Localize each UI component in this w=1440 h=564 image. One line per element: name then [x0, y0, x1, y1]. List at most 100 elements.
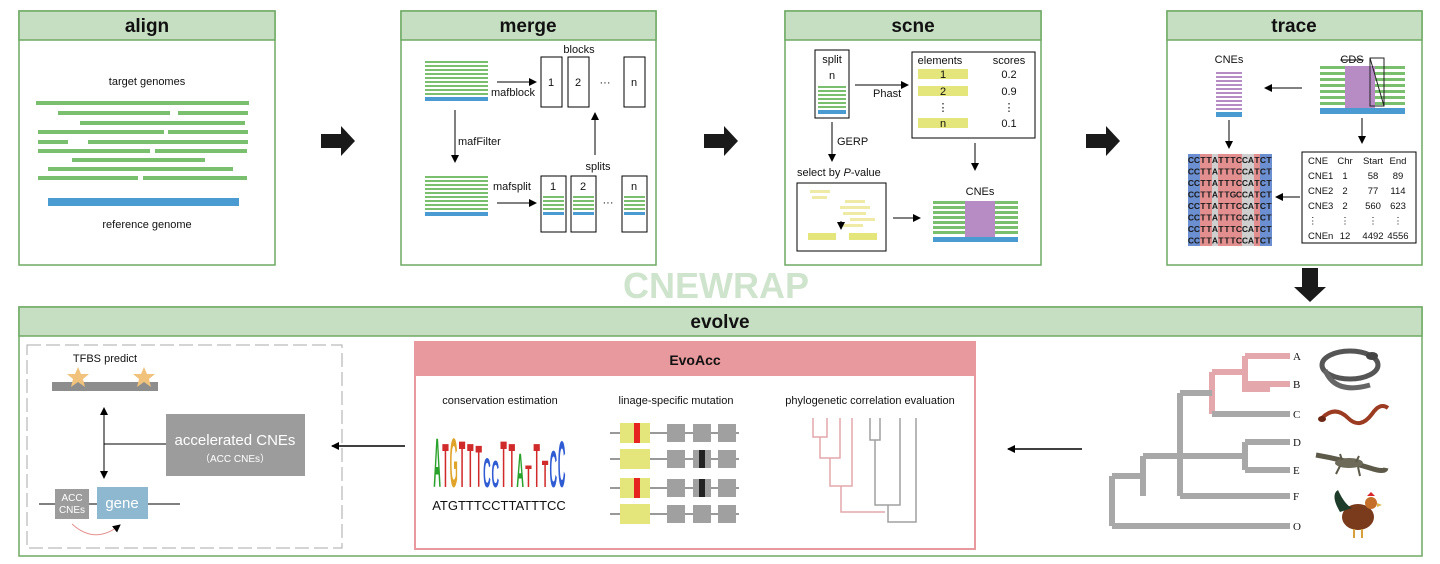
sequence-char: T — [1230, 213, 1236, 223]
sequence-char: C — [1236, 190, 1242, 200]
cne-table-cell: CNE3 — [1308, 201, 1333, 212]
cne-table-cell: ⋮ — [1393, 216, 1403, 227]
cne-table-cell: ⋮ — [1368, 216, 1378, 227]
logo-letter: T — [509, 431, 515, 501]
sequence-char: T — [1206, 178, 1212, 188]
cne-coordinates-table — [1301, 151, 1417, 244]
sequence-char: C — [1236, 155, 1242, 165]
trace-cnes-label: CNEs — [1215, 54, 1244, 66]
svg-text:（ACC CNEs）: （ACC CNEs） — [200, 453, 270, 465]
sequence-char: A — [1212, 213, 1218, 223]
sequence-char: C — [1236, 224, 1242, 234]
logo-letter: T — [467, 431, 473, 501]
cne-table-cell: 623 — [1390, 201, 1406, 212]
sequence-char: A — [1212, 155, 1218, 165]
sequence-char: T — [1266, 190, 1272, 200]
sequence-char: A — [1248, 224, 1254, 234]
split-boxes: 1 2 ··· n — [540, 175, 648, 233]
align-title: align — [125, 16, 169, 37]
sequence-char: C — [1188, 201, 1194, 211]
sequence-char: T — [1230, 236, 1236, 246]
sequence-char: T — [1218, 236, 1224, 246]
cne-table-cell: 2 — [1342, 201, 1347, 212]
svg-text:split: split — [822, 54, 842, 66]
sequence-char: C — [1236, 167, 1242, 177]
cne-table-cell: 114 — [1390, 186, 1405, 197]
evoacc-header — [415, 342, 975, 376]
logo-letter: T — [459, 427, 465, 501]
phast-label: Phast — [873, 88, 901, 100]
svg-text:···: ··· — [600, 77, 611, 89]
svg-text:⋮: ⋮ — [1004, 102, 1015, 114]
svg-text:E: E — [1293, 465, 1300, 477]
lizard-illustration — [1315, 452, 1389, 477]
watermark-text: CNEWRAP — [623, 265, 809, 306]
evoacc-title: EvoAcc — [669, 352, 721, 368]
sequence-char: T — [1230, 224, 1236, 234]
tfbs-predict-label: TFBS predict — [73, 353, 137, 365]
species-phylogeny — [1109, 353, 1290, 529]
sequence-char: T — [1266, 155, 1272, 165]
sequence-char: T — [1266, 224, 1272, 234]
sequence-char: C — [1260, 236, 1266, 246]
cne-table-cell: 2 — [1342, 186, 1347, 197]
reference-genome-bar — [48, 198, 239, 206]
sequence-char: T — [1254, 213, 1260, 223]
sequence-char: C — [1236, 201, 1242, 211]
sequence-char: A — [1212, 224, 1218, 234]
pvalue-selection-box — [796, 182, 887, 252]
tfbs-bar — [52, 382, 158, 391]
logo-letter: T — [542, 453, 548, 495]
mafblock-label: mafblock — [491, 87, 536, 99]
flow-arrow-trace-evolve — [1294, 268, 1326, 302]
regulation-arrow — [71, 523, 121, 536]
svg-text:1: 1 — [550, 181, 556, 193]
mafsplit-label: mafsplit — [493, 181, 531, 193]
svg-text:0.2: 0.2 — [1001, 69, 1016, 81]
accelerated-cnes-box — [166, 414, 305, 476]
sequence-char: C — [1188, 155, 1194, 165]
logo-letter: A — [433, 424, 441, 502]
evolve-panel: evolve TFBS predict accelerated CNEs （AC… — [18, 306, 1423, 557]
sequence-char: T — [1200, 167, 1206, 177]
cne-table-cell: CNEn — [1308, 231, 1333, 242]
sequence-char: C — [1194, 190, 1200, 200]
sequence-char: T — [1206, 155, 1212, 165]
sequence-char: C — [1260, 155, 1266, 165]
sequence-char: C — [1194, 236, 1200, 246]
sequence-char: T — [1200, 178, 1206, 188]
svg-text:n: n — [829, 70, 835, 82]
sequence-char: T — [1200, 213, 1206, 223]
cne-table-cell: ⋮ — [1340, 216, 1350, 227]
snake-illustration-c — [1318, 404, 1390, 426]
cne-table-cell: 89 — [1393, 171, 1404, 182]
sequence-char: C — [1242, 224, 1248, 234]
sequence-char: A — [1248, 155, 1254, 165]
logo-letter: T — [442, 431, 448, 501]
cne-table-cell: 58 — [1368, 171, 1379, 182]
sequence-char: T — [1200, 190, 1206, 200]
sequence-char: A — [1212, 236, 1218, 246]
logo-sequence-text: ATGTTTCCTTATTTCC — [432, 498, 566, 513]
cne-table-cell: 77 — [1368, 186, 1379, 197]
sequence-char: T — [1218, 213, 1224, 223]
sequence-char: A — [1248, 167, 1254, 177]
sequence-char: C — [1194, 224, 1200, 234]
sequence-char: A — [1248, 236, 1254, 246]
sequence-char: T — [1218, 190, 1224, 200]
svg-text:A: A — [1293, 351, 1301, 363]
merge-alignment-top — [425, 61, 488, 101]
svg-text:CNEs: CNEs — [59, 505, 85, 516]
sequence-char: T — [1230, 155, 1236, 165]
sequence-char: C — [1260, 201, 1266, 211]
cne-table-cell: 4492 — [1362, 231, 1383, 242]
flow-arrow-align-merge — [321, 126, 355, 156]
sequence-char: T — [1266, 178, 1272, 188]
svg-text:n: n — [631, 77, 637, 89]
sequence-char: T — [1254, 201, 1260, 211]
logo-letter: C — [491, 453, 499, 495]
maffilter-label: mafFilter — [458, 136, 501, 148]
sequence-char: C — [1242, 236, 1248, 246]
cne-table-cell: 560 — [1365, 201, 1381, 212]
sequence-char: C — [1188, 190, 1194, 200]
